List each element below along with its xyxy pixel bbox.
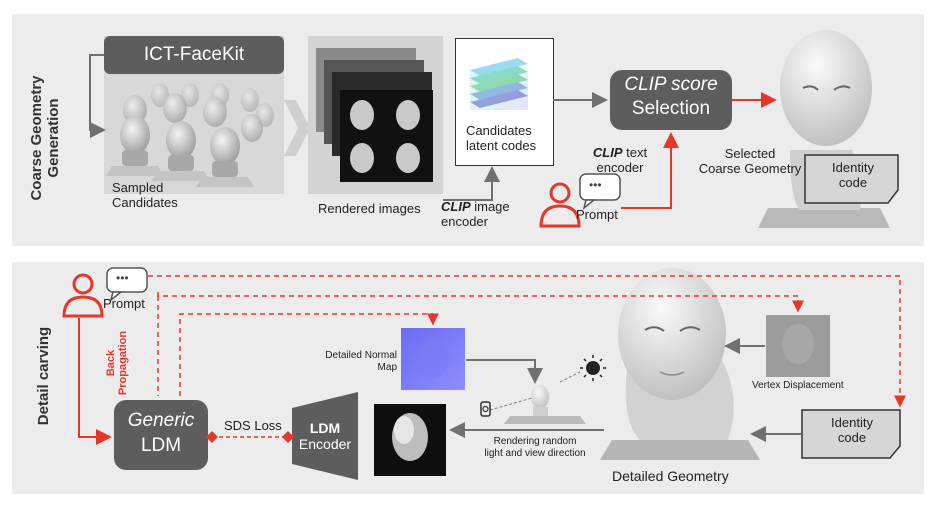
clip-score-title: CLIP score <box>624 74 718 95</box>
facekit-label-box: ICT-FaceKit <box>104 36 284 74</box>
rendered-images-label: Rendered images <box>318 201 421 216</box>
rendering-label: Rendering random light and view directio… <box>484 436 586 459</box>
clip-image-encoder-label: CLIP image encoder <box>441 199 510 229</box>
prompt-label-bottom: Prompt <box>103 296 145 311</box>
selected-coarse-geometry-label: Selected Coarse Geometry <box>698 146 802 176</box>
prompt-label-top: Prompt <box>576 207 618 222</box>
sds-loss-label: SDS Loss <box>224 418 282 433</box>
speech-bubble-dots-bottom: ••• <box>116 271 129 285</box>
ldm-encoder-label: LDM Encoder <box>298 420 352 453</box>
clip-score-selection-box: CLIP score Selection <box>610 70 732 130</box>
detailed-geometry-label: Detailed Geometry <box>612 468 729 484</box>
generic-ldm-box: Generic LDM <box>114 400 208 470</box>
generic-ldm-title: Generic <box>127 410 195 431</box>
selection-title: Selection <box>631 98 711 119</box>
ldm-title: LDM <box>140 435 182 456</box>
clip-text-encoder-label: CLIP text encoder <box>592 145 648 175</box>
facekit-label: ICT-FaceKit <box>143 44 245 65</box>
sampled-candidates-label: Sampled Candidates <box>112 180 178 210</box>
identity-code-label-bottom: Identity code <box>831 415 873 445</box>
normal-map-label: Detailed Normal Map <box>325 350 397 373</box>
speech-bubble-dots: ••• <box>589 178 602 192</box>
vertex-displacement-label: Vertex Displacement <box>752 380 844 391</box>
latent-codes-label: Candidates latent codes <box>466 123 537 153</box>
identity-code-label-top: Identity code <box>832 160 874 190</box>
